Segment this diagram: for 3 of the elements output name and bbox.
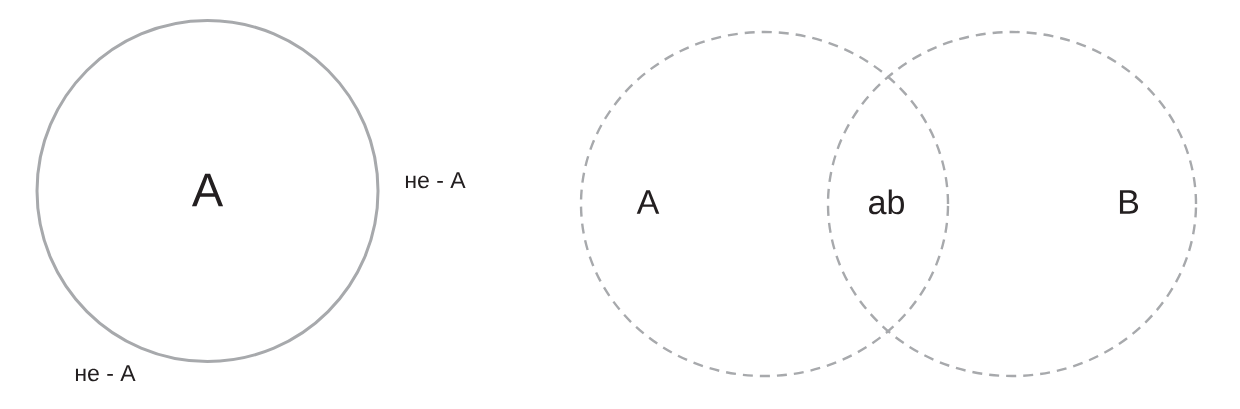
outside-label: не - A bbox=[406, 172, 466, 189]
intersection-label: ab bbox=[869, 189, 904, 215]
outside-label: не - A bbox=[76, 365, 136, 382]
